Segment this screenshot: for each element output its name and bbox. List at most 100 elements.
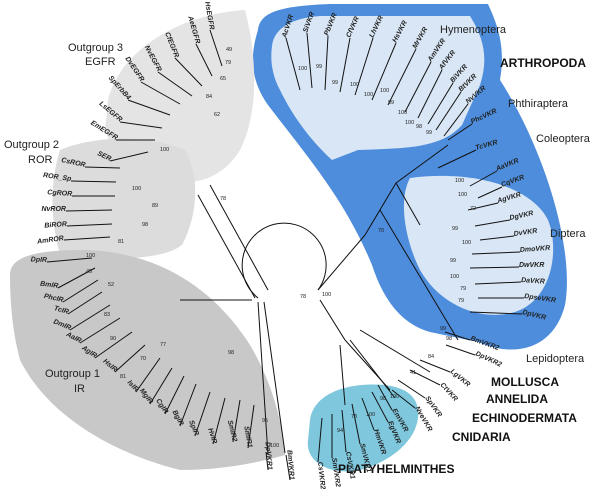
support-value: 100 — [132, 186, 141, 192]
tip-branch — [174, 57, 203, 87]
tip-branch — [127, 99, 171, 116]
tip-label: CsVKR1 — [344, 451, 356, 480]
tip-branch — [114, 344, 146, 373]
support-value: 65 — [220, 76, 226, 82]
support-value: 78 — [300, 294, 306, 300]
tip-branch — [232, 399, 241, 443]
tip-branch — [140, 81, 181, 105]
platyhelminthes-region — [307, 384, 419, 472]
tip-branch — [79, 317, 121, 344]
mollusca-label: MOLLUSCA — [491, 375, 559, 389]
support-value: 100 — [366, 412, 375, 418]
tip-branch — [427, 82, 454, 125]
support-value: 100 — [322, 292, 331, 298]
tip-branch — [62, 279, 99, 303]
tip-branch — [209, 29, 223, 67]
support-value: 41 — [410, 370, 416, 376]
support-value: 99 — [450, 258, 456, 264]
tip-branch — [354, 37, 374, 96]
support-value: 94 — [337, 428, 343, 434]
tip-branch — [212, 397, 226, 445]
tip-label: DaVKR — [521, 277, 545, 286]
tip-branch — [69, 304, 111, 331]
hymenoptera-label: Hymenoptera — [440, 24, 507, 36]
ror-region — [52, 138, 196, 259]
support-value: 98 — [380, 396, 386, 402]
platyhelminthes-label: PLATYHELMINTHES — [338, 462, 454, 476]
support-value: 70 — [140, 356, 146, 362]
tip-branch — [387, 48, 417, 106]
support-value: 45 — [86, 269, 92, 275]
support-value: 81 — [120, 374, 126, 380]
diptera-label: Diptera — [550, 228, 586, 240]
support-value: 100 — [455, 178, 464, 184]
backbone-branch — [319, 299, 346, 341]
diptera-subregion — [403, 175, 554, 315]
coleoptera-label: Coleoptera — [536, 133, 591, 145]
support-value: 100 — [458, 192, 467, 198]
tip-branch — [285, 454, 291, 481]
support-value: 99 — [388, 100, 394, 106]
backbone-branch — [395, 182, 421, 226]
backbone-branch — [364, 182, 397, 236]
outgroup3-sublabel: EGFR — [85, 56, 116, 68]
tip-label: DpIR — [31, 256, 48, 264]
tip-branch — [149, 367, 173, 405]
outgroup1-label: Outgroup 1 — [45, 368, 100, 380]
tip-label: DpseVKR — [524, 293, 557, 304]
support-value: 100 — [298, 66, 307, 72]
tip-branch — [377, 384, 393, 411]
tip-branch — [467, 202, 499, 211]
support-value: 81 — [118, 239, 124, 245]
tip-label: DpVKR1 — [264, 442, 273, 471]
support-value: 99 — [452, 226, 458, 232]
support-value: 77 — [160, 342, 166, 348]
outgroup2-label: Outgroup 2 — [4, 139, 59, 151]
tip-label: NvROR — [41, 206, 66, 213]
support-value: 100 — [405, 120, 414, 126]
support-value: 100 — [86, 253, 95, 259]
tip-branch — [179, 383, 197, 427]
tip-label: SmVKR2 — [330, 457, 341, 487]
tip-label: DwVKR — [519, 262, 544, 269]
support-value: 79 — [225, 60, 231, 66]
tip-branch — [109, 151, 149, 162]
tip-label: SpVKR — [423, 395, 442, 418]
backbone-branch — [197, 194, 256, 299]
tip-branch — [391, 389, 416, 409]
support-value: 72 — [470, 206, 476, 212]
support-value: 100 — [380, 88, 389, 94]
support-value: 90 — [110, 336, 116, 342]
support-value: 79 — [460, 286, 466, 292]
tip-branch — [371, 391, 389, 423]
tip-branch — [247, 404, 255, 449]
tip-branch — [397, 379, 426, 399]
support-value: 98 — [142, 222, 148, 228]
tip-branch — [317, 417, 323, 463]
tip-branch — [435, 91, 462, 131]
backbone-branch — [395, 144, 449, 184]
tip-branch — [67, 291, 103, 315]
tip-label: BmIR — [40, 281, 59, 290]
tip-label: DvVKR — [513, 228, 537, 238]
support-value: 100 — [364, 92, 373, 98]
support-value: 79 — [458, 298, 464, 304]
outgroup2-sublabel: ROR — [28, 154, 53, 166]
tip-label: HsEGFR — [203, 1, 215, 30]
arthropoda-label: ARTHROPODA — [500, 56, 586, 70]
tip-label: DmoVKR — [520, 245, 551, 254]
tip-branch — [447, 123, 473, 141]
tip-label: BiROR — [44, 221, 67, 230]
support-value: 84 — [428, 354, 434, 360]
tip-branch — [351, 403, 361, 445]
support-value: 83 — [104, 312, 110, 318]
tip-branch — [474, 219, 511, 227]
outgroup3-label: Outgroup 3 — [68, 42, 123, 54]
tip-branch — [84, 166, 121, 169]
tip-branch — [65, 209, 113, 212]
tip-branch — [477, 186, 503, 199]
tip-label: LgVKR — [449, 368, 471, 388]
support-value: 99 — [440, 326, 446, 332]
insect-subregion — [271, 16, 485, 160]
